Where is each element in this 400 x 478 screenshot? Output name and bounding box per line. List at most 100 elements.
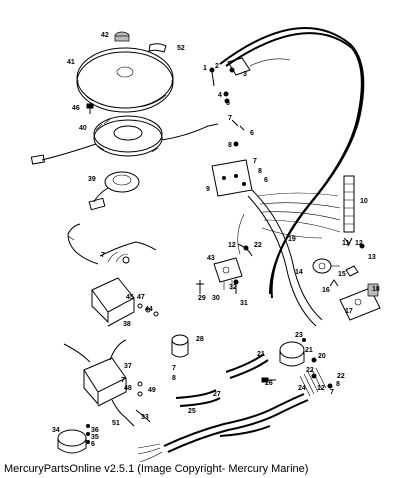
callout-6b: 6 xyxy=(264,177,268,184)
bolt[interactable] xyxy=(209,67,215,87)
callout-42: 42 xyxy=(101,32,109,39)
flywheel-nut[interactable] xyxy=(114,31,130,42)
callout-28: 28 xyxy=(196,336,204,343)
callout-18: 18 xyxy=(372,286,380,293)
callout-8d: 8 xyxy=(336,381,340,388)
callout-2: 2 xyxy=(215,63,219,70)
callout-12b: 12 xyxy=(355,240,363,247)
callout-37: 37 xyxy=(124,363,132,370)
callout-21b: 21 xyxy=(305,347,313,354)
nut[interactable] xyxy=(223,91,230,104)
cable-21[interactable] xyxy=(225,353,269,379)
terminal-plate[interactable] xyxy=(211,159,253,197)
starter-solenoid[interactable] xyxy=(171,334,189,358)
callout-32: 32 xyxy=(229,284,237,291)
callout-6: 6 xyxy=(250,130,254,137)
callout-13: 13 xyxy=(368,254,376,261)
decal[interactable] xyxy=(148,43,167,53)
callout-26: 26 xyxy=(265,380,273,387)
wiring-harness[interactable] xyxy=(219,27,365,327)
trigger[interactable] xyxy=(88,171,140,211)
callout-8b: 8 xyxy=(258,168,262,175)
switch-bracket[interactable] xyxy=(339,283,381,321)
hardware-20-24[interactable] xyxy=(311,357,333,389)
battery-cable[interactable] xyxy=(175,389,221,407)
callout-30: 30 xyxy=(212,295,220,302)
copyright-footer: MercuryPartsOnline v2.5.1 (Image Copyrig… xyxy=(4,463,309,475)
callout-16: 16 xyxy=(322,287,330,294)
flywheel[interactable] xyxy=(76,47,174,113)
ground-lead[interactable] xyxy=(237,243,253,257)
callout-29: 29 xyxy=(198,295,206,302)
stator[interactable] xyxy=(30,115,219,165)
callout-6c: 6 xyxy=(91,441,95,448)
callout-43: 43 xyxy=(207,255,215,262)
regulator[interactable] xyxy=(213,257,243,290)
callout-20: 20 xyxy=(318,353,326,360)
terminal-block[interactable] xyxy=(343,175,355,233)
callout-49: 49 xyxy=(148,387,156,394)
callout-17: 17 xyxy=(345,308,353,315)
key-switch[interactable] xyxy=(312,258,340,274)
rectifier[interactable] xyxy=(227,57,291,76)
callout-12: 12 xyxy=(228,242,236,249)
callout-45: 45 xyxy=(126,294,134,301)
callout-1: 1 xyxy=(203,65,207,72)
callout-38: 38 xyxy=(123,321,131,328)
callout-24: 24 xyxy=(298,385,306,392)
terminal[interactable] xyxy=(196,280,204,294)
key[interactable] xyxy=(345,265,359,277)
callout-7b: 7 xyxy=(253,158,257,165)
jumper[interactable] xyxy=(343,237,365,249)
callout-8c: 8 xyxy=(172,375,176,382)
bolt-26[interactable] xyxy=(261,377,276,383)
hardware-48-49[interactable] xyxy=(137,381,143,397)
callout-10: 10 xyxy=(360,198,368,205)
clip[interactable] xyxy=(329,279,339,287)
starter-relay[interactable] xyxy=(279,338,306,367)
callout-21: 21 xyxy=(257,351,265,358)
screw[interactable] xyxy=(86,103,94,114)
callout-31: 31 xyxy=(240,300,248,307)
callout-12c: 12 xyxy=(317,385,325,392)
lead-bundle[interactable] xyxy=(299,367,327,397)
callout-22b: 22 xyxy=(306,367,314,374)
callout-3: 3 xyxy=(243,71,247,78)
callout-25: 25 xyxy=(188,408,196,415)
switch-box[interactable] xyxy=(63,339,127,407)
solenoid[interactable] xyxy=(57,424,90,454)
callout-52: 52 xyxy=(177,45,185,52)
callout-11: 11 xyxy=(342,240,350,247)
screw-small[interactable] xyxy=(231,119,245,147)
callout-14: 14 xyxy=(295,269,303,276)
callout-22c: 22 xyxy=(337,373,345,380)
callout-34: 34 xyxy=(52,427,60,434)
callout-7d: 7 xyxy=(121,377,125,384)
callout-46: 46 xyxy=(72,105,80,112)
callout-7e: 7 xyxy=(172,365,176,372)
callout-44: 44 xyxy=(145,306,153,313)
callout-19: 19 xyxy=(288,236,296,243)
ignition-coil[interactable] xyxy=(67,223,157,327)
hardware-44-47[interactable] xyxy=(137,303,159,317)
callout-7: 7 xyxy=(228,115,232,122)
callout-35: 35 xyxy=(91,434,99,441)
callout-48: 48 xyxy=(124,385,132,392)
callout-8: 8 xyxy=(228,142,232,149)
callout-27: 27 xyxy=(213,391,221,398)
callout-labels: 42 52 41 46 40 39 1 2 3 4 5 7 6 8 7 8 6 … xyxy=(52,32,380,448)
callout-9: 9 xyxy=(206,186,210,193)
spark-plug-lead[interactable] xyxy=(111,399,151,427)
callout-4: 4 xyxy=(218,92,222,99)
callout-47: 47 xyxy=(137,294,145,301)
callout-39: 39 xyxy=(88,176,96,183)
callout-15: 15 xyxy=(338,271,346,278)
callout-41: 41 xyxy=(67,59,75,66)
callout-36: 36 xyxy=(91,427,99,434)
harness-extension[interactable] xyxy=(137,393,309,463)
callout-5: 5 xyxy=(226,100,230,107)
callout-40: 40 xyxy=(79,125,87,132)
screw[interactable] xyxy=(233,279,239,294)
callout-51: 51 xyxy=(112,420,120,427)
